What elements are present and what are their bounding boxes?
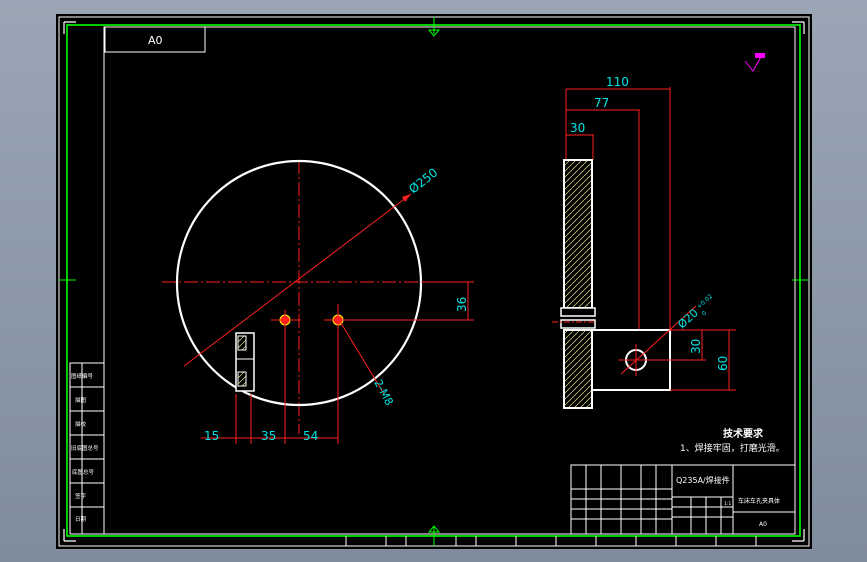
bottom-ruler [345,536,757,546]
plate-circle [175,159,423,407]
left-label-3: 旧底图总号 [71,444,99,452]
bracket-hatch-bottom [237,371,247,387]
bore-diameter-label: Ø20 [675,306,701,331]
bottom-arrow-mark [427,525,441,533]
offset-label: 36 [455,297,469,312]
top-arrow-mark [427,29,441,37]
corner-marks [63,21,805,542]
plate-section [563,159,593,309]
dim-30-side-label: 30 [689,339,703,354]
front-view: Ø250 36 2-M8 15 35 54 [162,159,474,444]
title-drawing-name: 车床车孔夹具体 [738,497,780,505]
bolt-head-top [560,307,596,317]
left-label-0: 图纸编号 [71,372,94,380]
dim-110-label: 110 [606,75,629,89]
title-block [570,464,796,535]
left-label-5: 签字 [75,492,87,500]
sheet-size-box [104,26,206,53]
left-label-strip [69,362,105,535]
bore-tol-upper: +0.02 [696,293,714,311]
title-scale: 1:1 [724,501,731,507]
centering-marks [59,17,809,546]
bore-leader [620,305,697,375]
notes-line-1: 1、焊接牢固，打磨光滑。 [680,442,785,454]
diameter-label: Ø250 [406,165,440,196]
bracket-hatch-top [237,335,247,351]
sheet-size-label: A0 [148,34,163,47]
technical-drawing: A0 Ø250 36 2-M8 [58,16,810,547]
drawing-canvas[interactable]: A0 Ø250 36 2-M8 [56,14,812,549]
notes-title: 技术要求 [723,427,764,440]
dim-77-label: 77 [594,96,609,110]
dim-30-top-label: 30 [570,121,585,135]
dim-60-label: 60 [716,356,730,371]
left-label-1: 描图 [75,396,87,404]
drawing-frame [103,26,796,535]
bore-tol-lower: 0 [701,310,709,318]
title-sheet-code: A0 [759,521,767,528]
surface-finish-symbol [744,53,765,72]
dim-54-label: 54 [303,429,318,443]
left-label-6: 日期 [75,516,87,523]
diameter-arrow [402,194,411,202]
plate-section-lower [563,329,593,409]
side-view: 110 77 30 Ø20 +0.02 0 30 60 [552,75,736,409]
dim-15-label: 15 [204,429,219,443]
bolt-head-bottom [560,319,596,329]
title-material: Q235A/焊接件 [676,475,730,485]
hole-leader [340,322,385,395]
diameter-dim-line [183,193,412,367]
dim-35-label: 35 [261,429,276,443]
hole-spec-label: 2-M8 [371,377,395,407]
left-label-2: 描校 [75,420,87,428]
left-label-4: 底图总号 [72,468,95,476]
